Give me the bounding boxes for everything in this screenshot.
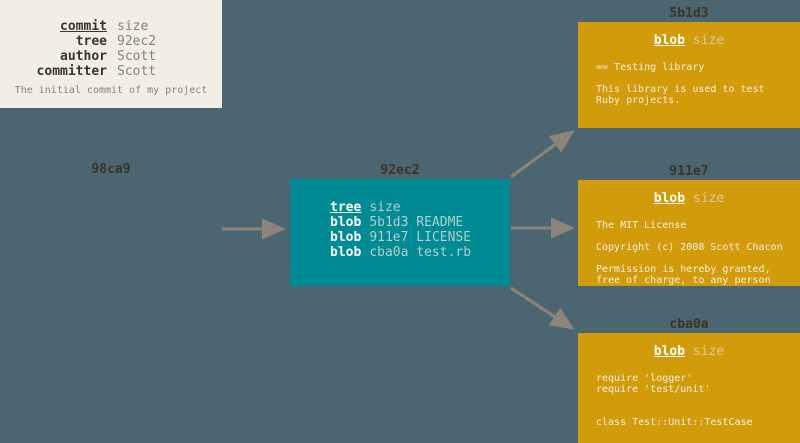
blob-object-box-911e7: blob size The MIT License Copyright (c) … (578, 180, 800, 286)
tree-row: blob cba0a test.rb (330, 245, 510, 260)
blob-hash-label-cba0a: cba0a (669, 317, 709, 332)
tree-row: blob 5b1d3 README (330, 215, 510, 230)
tree-row-value: cba0a test.rb (369, 245, 472, 260)
commit-row-key: author (60, 49, 107, 64)
blob-hash-label-911e7: 911e7 (669, 164, 709, 179)
commit-row: commit size (0, 19, 222, 34)
blob-content: == Testing library This library is used … (578, 62, 800, 106)
tree-row-value: 5b1d3 README (369, 215, 464, 230)
blob-title: blob size (578, 191, 800, 206)
blob-object-box-5b1d3: blob size == Testing library This librar… (578, 22, 800, 128)
commit-row-key: commit (60, 19, 107, 34)
tree-object-box: tree size blob 5b1d3 README blob 911e7 LICE… (290, 179, 510, 286)
blob-hash-label-5b1d3: 5b1d3 (669, 6, 709, 21)
blob-size-label: size (692, 344, 725, 359)
tree-row: tree size (330, 200, 510, 215)
blob-size-label: size (692, 191, 725, 206)
blob-content-line: require 'test/unit' (596, 384, 711, 395)
commit-row-key: tree (75, 34, 107, 49)
blob-content-line (596, 253, 800, 264)
blob-content-line: The MIT License (596, 220, 687, 231)
tree-row: blob 911e7 LICENSE (330, 230, 510, 245)
blob-content: The MIT License Copyright (c) 2008 Scott… (578, 220, 800, 286)
tree-row-key: tree (330, 200, 362, 215)
commit-row-value: 92ec2 (117, 34, 157, 49)
blob-content-line: This library is used to test (596, 84, 765, 95)
commit-row: committer Scott (0, 64, 222, 79)
blob-type-label: blob (653, 191, 686, 206)
commit-row-key: committer (36, 64, 107, 79)
blob-content-line: require 'logger' (596, 373, 693, 384)
blob-title: blob size (578, 344, 800, 359)
tree-row-key: blob (330, 245, 362, 260)
blob-object-box-cba0a: blob size require 'logger' require 'test… (578, 333, 800, 443)
tree-row-value: size (369, 200, 401, 215)
tree-hash-label: 92ec2 (380, 163, 420, 178)
blob-type-label: blob (653, 344, 686, 359)
blob-content-line: == Testing library (596, 62, 705, 73)
commit-row-value: size (117, 19, 149, 34)
blob-content-line: Permission is hereby granted, (596, 264, 771, 275)
blob-content-line (596, 231, 800, 242)
commit-hash-label: 98ca9 (91, 162, 131, 177)
blob-content-line (596, 395, 800, 406)
commit-row: tree 92ec2 (0, 34, 222, 49)
blob-title: blob size (578, 33, 800, 48)
commit-row: author Scott (0, 49, 222, 64)
commit-message: The initial commit of my project (14, 85, 208, 96)
blob-content-line (596, 406, 800, 417)
arrow-tree-to-blob-5b1d3 (510, 130, 575, 179)
blob-size-label: size (692, 33, 725, 48)
blob-content-line (596, 73, 800, 84)
blob-type-label: blob (653, 33, 686, 48)
blob-content: require 'logger' require 'test/unit' cla… (578, 373, 800, 428)
blob-content-line: Copyright (c) 2008 Scott Chacon (596, 242, 783, 253)
arrow-tree-to-blob-cba0a (510, 286, 575, 330)
tree-row-value: 911e7 LICENSE (369, 230, 472, 245)
tree-row-key: blob (330, 215, 362, 230)
blob-content-line: Ruby projects. (596, 95, 681, 106)
blob-content-line: class Test::Unit::TestCase (596, 417, 753, 428)
blob-content-line: free of charge, to any person (596, 275, 771, 286)
commit-row-value: Scott (117, 64, 157, 79)
tree-row-key: blob (330, 230, 362, 245)
commit-row-value: Scott (117, 49, 157, 64)
